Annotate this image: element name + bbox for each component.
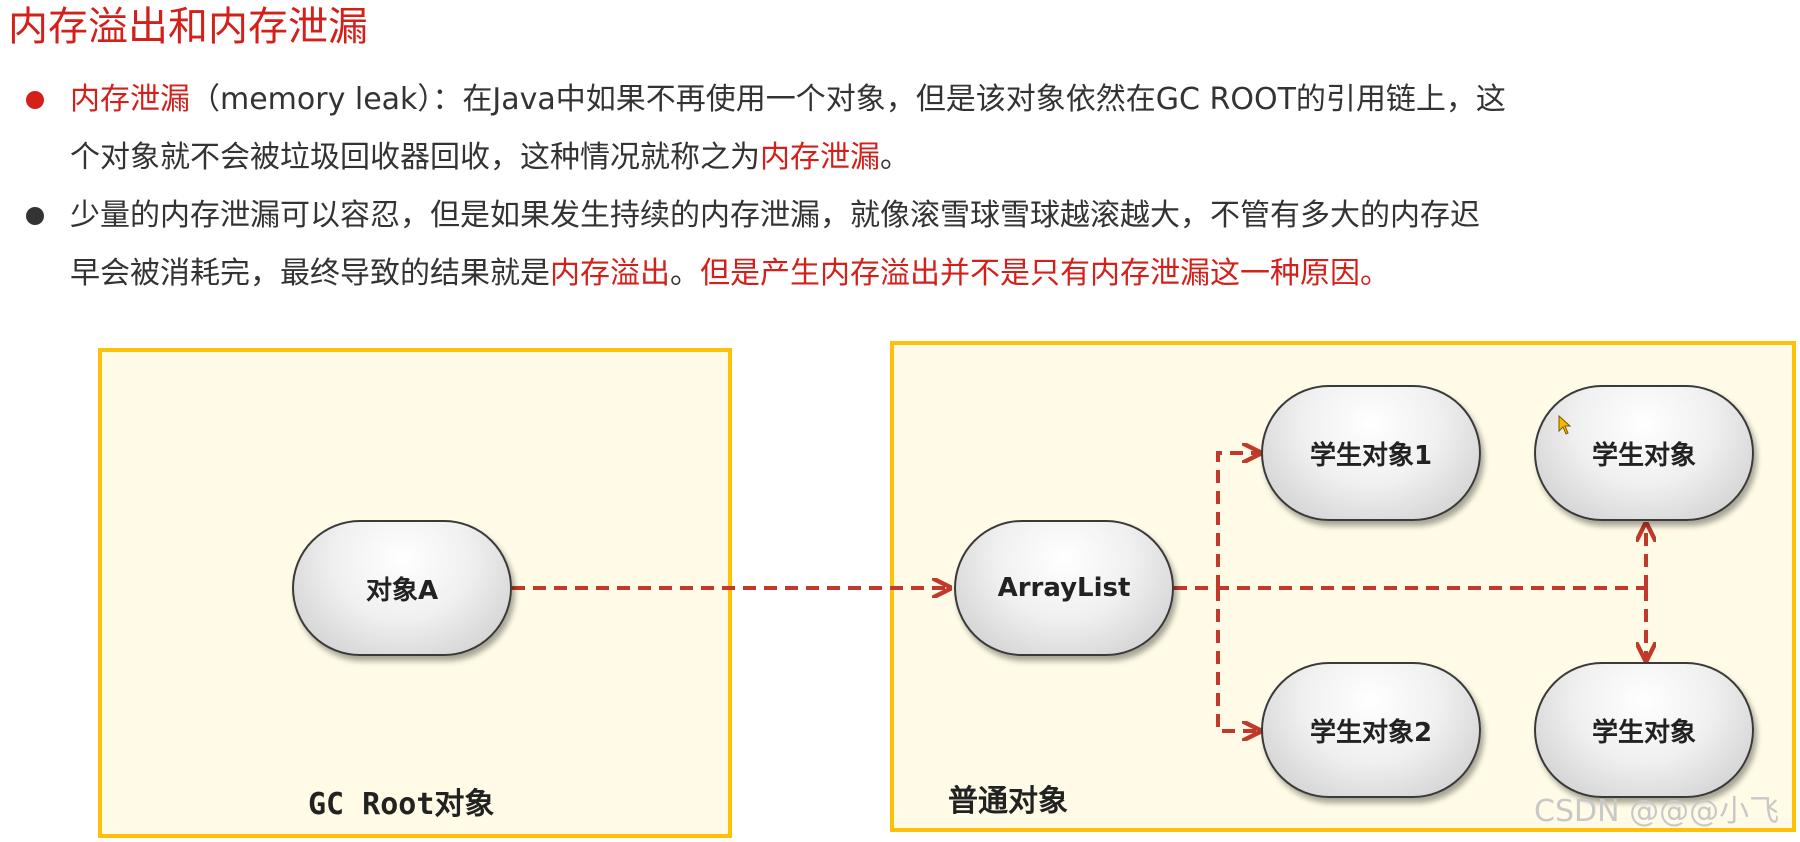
overflow-text-cont: 早会被消耗完，最终导致的结果就是 bbox=[70, 256, 550, 291]
normal-objects-label: 普通对象 bbox=[948, 784, 1068, 819]
bullet-dot-red bbox=[26, 91, 44, 109]
node-arraylist: ArrayList bbox=[954, 520, 1174, 656]
node-student-2: 学生对象2 bbox=[1261, 662, 1481, 798]
bullet-1-line-1: 内存泄漏（memory leak）：在Java中如果不再使用一个对象，但是该对象… bbox=[70, 74, 1506, 126]
bullet-1-line-2: 个对象就不会被垃圾回收器回收，这种情况就称之为内存泄漏。 bbox=[70, 132, 910, 184]
definition-text-cont: 个对象就不会被垃圾回收器回收，这种情况就称之为 bbox=[70, 140, 760, 175]
definition-text: （memory leak）：在Java中如果不再使用一个对象，但是该对象依然在G… bbox=[190, 82, 1506, 117]
bullet-2-line-2: 早会被消耗完，最终导致的结果就是内存溢出。但是产生内存溢出并不是只有内存泄漏这一… bbox=[70, 248, 1390, 300]
node-student-1: 学生对象1 bbox=[1261, 385, 1481, 521]
page-title: 内存溢出和内存泄漏 bbox=[8, 4, 368, 50]
gc-root-label: GC Root对象 bbox=[308, 787, 495, 822]
node-object-a: 对象A bbox=[292, 520, 512, 656]
overflow-note: 但是产生内存溢出并不是只有内存泄漏这一种原因。 bbox=[700, 256, 1390, 291]
period: 。 bbox=[880, 140, 910, 175]
period-2: 。 bbox=[670, 256, 700, 291]
mouse-cursor-icon bbox=[1558, 415, 1572, 435]
term-memory-overflow: 内存溢出 bbox=[550, 256, 670, 291]
bullet-2-line-1: 少量的内存泄漏可以容忍，但是如果发生持续的内存泄漏，就像滚雪球雪球越滚越大，不管… bbox=[70, 190, 1480, 242]
overflow-text: 少量的内存泄漏可以容忍，但是如果发生持续的内存泄漏，就像滚雪球雪球越滚越大，不管… bbox=[70, 198, 1480, 233]
node-student-3: 学生对象 bbox=[1534, 385, 1754, 521]
term-memory-leak: 内存泄漏 bbox=[70, 82, 190, 117]
watermark: CSDN @@@小飞 bbox=[1534, 794, 1780, 829]
node-student-4: 学生对象 bbox=[1534, 662, 1754, 798]
bullet-dot-dark bbox=[26, 207, 44, 225]
term-memory-leak-2: 内存泄漏 bbox=[760, 140, 880, 175]
